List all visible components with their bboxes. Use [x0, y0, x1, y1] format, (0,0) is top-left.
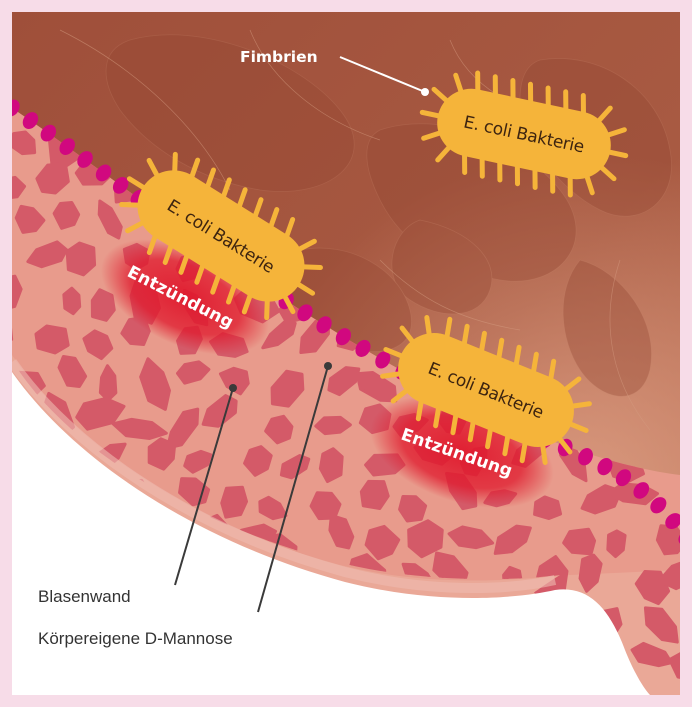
- blasenwand-label: Blasenwand: [38, 587, 131, 606]
- mannose-pointer-dot: [324, 362, 332, 370]
- mannose-label: Körpereigene D-Mannose: [38, 629, 233, 648]
- blasenwand-pointer-dot: [229, 384, 237, 392]
- wall-cell: [64, 288, 81, 314]
- fimbrien-pointer-dot: [421, 88, 429, 96]
- fimbrien-label: Fimbrien: [240, 48, 318, 66]
